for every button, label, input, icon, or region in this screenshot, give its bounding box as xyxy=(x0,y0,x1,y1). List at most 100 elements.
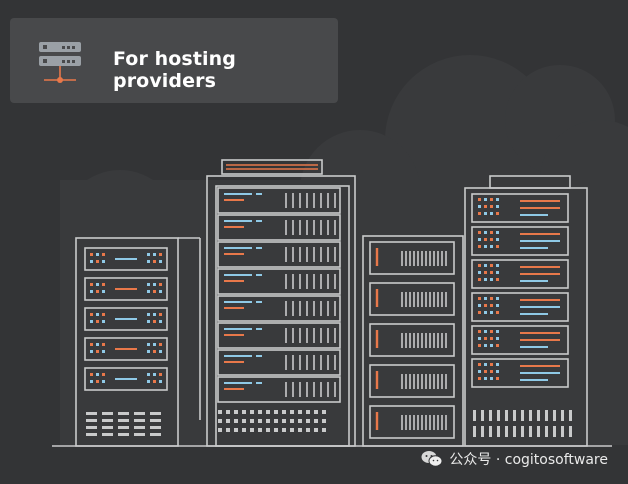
rack-left-led xyxy=(102,343,105,346)
rack-mid-dot xyxy=(258,419,262,423)
rack-mid-dot xyxy=(298,410,302,414)
rack-left-led xyxy=(147,373,150,376)
rack-far-led xyxy=(496,344,499,347)
watermark: 公众号 · cogitosoftware xyxy=(421,448,608,470)
rack-left-led xyxy=(153,350,156,353)
rack-mid-dot xyxy=(218,419,222,423)
rack-far-unit xyxy=(471,226,569,256)
rack-mid-top xyxy=(221,159,323,175)
rack-mid-dot xyxy=(306,428,310,432)
rack-mid-dot xyxy=(306,410,310,414)
rack-far-vent xyxy=(537,426,540,437)
background-clouds xyxy=(60,55,628,445)
rack-left-led xyxy=(102,320,105,323)
rack-right-unit xyxy=(369,282,455,316)
rack-left-led xyxy=(96,260,99,263)
rack-far-led xyxy=(490,311,493,314)
rack-far-led xyxy=(478,377,481,380)
rack-left-led xyxy=(102,260,105,263)
rack-mid-dot xyxy=(250,410,254,414)
rack-left-vent xyxy=(102,433,113,436)
rack-far-led xyxy=(490,278,493,281)
rack-left-vent xyxy=(118,419,129,422)
rack-mid-unit xyxy=(217,268,341,295)
rack-left-vent xyxy=(102,412,113,415)
rack-mid-dot xyxy=(226,410,230,414)
rack-mid-dot xyxy=(298,419,302,423)
rack-far-led xyxy=(478,238,481,241)
rack-left-led xyxy=(153,283,156,286)
rack-far-vent xyxy=(497,426,500,437)
rack-left-led xyxy=(96,313,99,316)
rack-far-led xyxy=(478,311,481,314)
rack-far-vent xyxy=(497,410,500,421)
rack-left-unit xyxy=(84,337,168,361)
rack-left-led xyxy=(159,283,162,286)
rack-left-led xyxy=(96,320,99,323)
rack-mid-dot xyxy=(266,410,270,414)
rack-far-led xyxy=(484,198,487,201)
rack-left-led xyxy=(159,380,162,383)
rack-left-led xyxy=(147,380,150,383)
rack-left-vent xyxy=(86,412,97,415)
rack-mid-dot xyxy=(242,419,246,423)
rack-left-led xyxy=(102,290,105,293)
rack-left-led xyxy=(153,343,156,346)
rack-far-led xyxy=(496,264,499,267)
rack-far-vent xyxy=(521,426,524,437)
rack-mid-dot xyxy=(266,419,270,423)
rack-far-led xyxy=(496,297,499,300)
rack-left-led xyxy=(90,350,93,353)
rack-left-led xyxy=(102,350,105,353)
rack-left-vent xyxy=(86,433,97,436)
rack-far-led xyxy=(490,264,493,267)
rack-far-led xyxy=(478,330,481,333)
rack-far-vent xyxy=(505,426,508,437)
rack-far-vent xyxy=(545,410,548,421)
rack-left-led xyxy=(147,343,150,346)
rack-far-led xyxy=(484,297,487,300)
rack-far-vent xyxy=(529,426,532,437)
rack-far-vent xyxy=(569,410,572,421)
rack-far-led xyxy=(484,304,487,307)
rack-far-vent xyxy=(489,426,492,437)
rack-far-led xyxy=(496,245,499,248)
rack-mid-dot xyxy=(322,419,326,423)
rack-left-led xyxy=(147,350,150,353)
rack-mid-dot xyxy=(234,428,238,432)
rack-far-vent xyxy=(505,410,508,421)
rack-far-led xyxy=(490,271,493,274)
rack-mid-dot xyxy=(218,428,222,432)
rack-far-led xyxy=(478,370,481,373)
rack-far-vent xyxy=(537,410,540,421)
rack-far-led xyxy=(484,231,487,234)
rack-left-led xyxy=(96,283,99,286)
rack-far-led xyxy=(496,370,499,373)
rack-mid-dot xyxy=(226,428,230,432)
rack-left-led xyxy=(159,290,162,293)
rack-left-led xyxy=(153,320,156,323)
rack-far-led xyxy=(484,278,487,281)
rack-far-vent xyxy=(521,410,524,421)
rack-left-vent xyxy=(102,419,113,422)
rack-far-vent xyxy=(473,426,476,437)
rack-far-led xyxy=(484,377,487,380)
rack-left-vent xyxy=(150,419,161,422)
rack-left-led xyxy=(159,260,162,263)
rack-mid-dot xyxy=(322,410,326,414)
rack-left-led xyxy=(159,253,162,256)
rack-right-unit xyxy=(369,323,455,357)
rack-mid-dot xyxy=(322,428,326,432)
rack-mid-dot xyxy=(282,419,286,423)
rack-left-led xyxy=(90,313,93,316)
rack-far-led xyxy=(478,363,481,366)
rack-mid-dot xyxy=(274,410,278,414)
rack-far-vent xyxy=(513,410,516,421)
rack-left-unit xyxy=(84,367,168,391)
rack-mid-dot xyxy=(250,428,254,432)
rack-far-led xyxy=(496,337,499,340)
rack-left-vent xyxy=(150,433,161,436)
rack-far-led xyxy=(496,311,499,314)
rack-far-led xyxy=(490,363,493,366)
rack-far-led xyxy=(478,245,481,248)
